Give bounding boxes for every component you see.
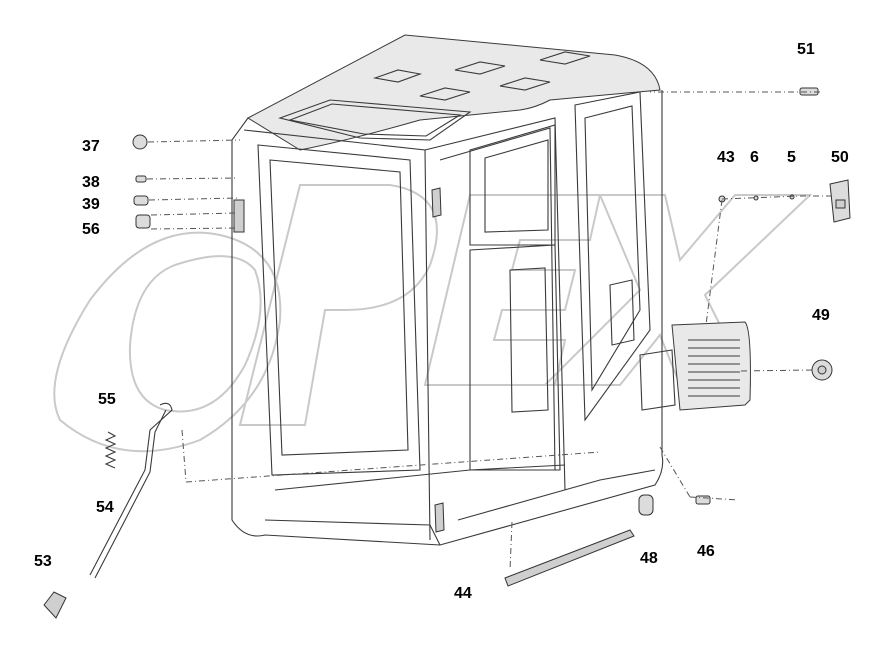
part-56-plate bbox=[135, 214, 151, 229]
callout-54: 54 bbox=[96, 499, 114, 516]
callout-49: 49 bbox=[812, 307, 830, 324]
part-48-bushing bbox=[638, 494, 654, 516]
part-39-bolt bbox=[133, 195, 149, 206]
callout-44: 44 bbox=[454, 585, 472, 602]
callout-5: 5 bbox=[787, 149, 796, 166]
callout-39: 39 bbox=[82, 196, 100, 213]
callout-50: 50 bbox=[831, 149, 849, 166]
part-46-bolt bbox=[695, 495, 711, 505]
cab-roof bbox=[246, 34, 661, 151]
part-6-washer bbox=[753, 195, 759, 201]
part-38-bolt bbox=[135, 175, 147, 183]
vent-slats bbox=[688, 339, 740, 397]
leader-lines bbox=[146, 91, 832, 571]
part-37-cap bbox=[132, 134, 148, 150]
callout-labels: 51 37 38 39 56 43 6 5 50 49 55 54 53 44 … bbox=[34, 41, 849, 602]
callout-37: 37 bbox=[82, 138, 100, 155]
callout-6: 6 bbox=[750, 149, 759, 166]
callout-48: 48 bbox=[640, 550, 658, 567]
callout-38: 38 bbox=[82, 174, 100, 191]
part-50-latch bbox=[829, 179, 851, 223]
callout-43: 43 bbox=[717, 149, 735, 166]
part-5-nut bbox=[789, 194, 795, 200]
part-54-rod bbox=[89, 402, 173, 579]
watermark bbox=[53, 184, 813, 453]
callout-53: 53 bbox=[34, 553, 52, 570]
part-53-grip bbox=[43, 591, 67, 619]
part-49-lock bbox=[811, 359, 833, 381]
callout-51: 51 bbox=[797, 41, 815, 58]
callout-46: 46 bbox=[697, 543, 715, 560]
callout-55: 55 bbox=[98, 391, 116, 408]
side-vent-panel bbox=[639, 321, 751, 411]
part-55-spring bbox=[104, 431, 117, 469]
part-44-seal-strip bbox=[504, 529, 635, 587]
cab-body bbox=[231, 90, 664, 546]
callout-56: 56 bbox=[82, 221, 100, 238]
